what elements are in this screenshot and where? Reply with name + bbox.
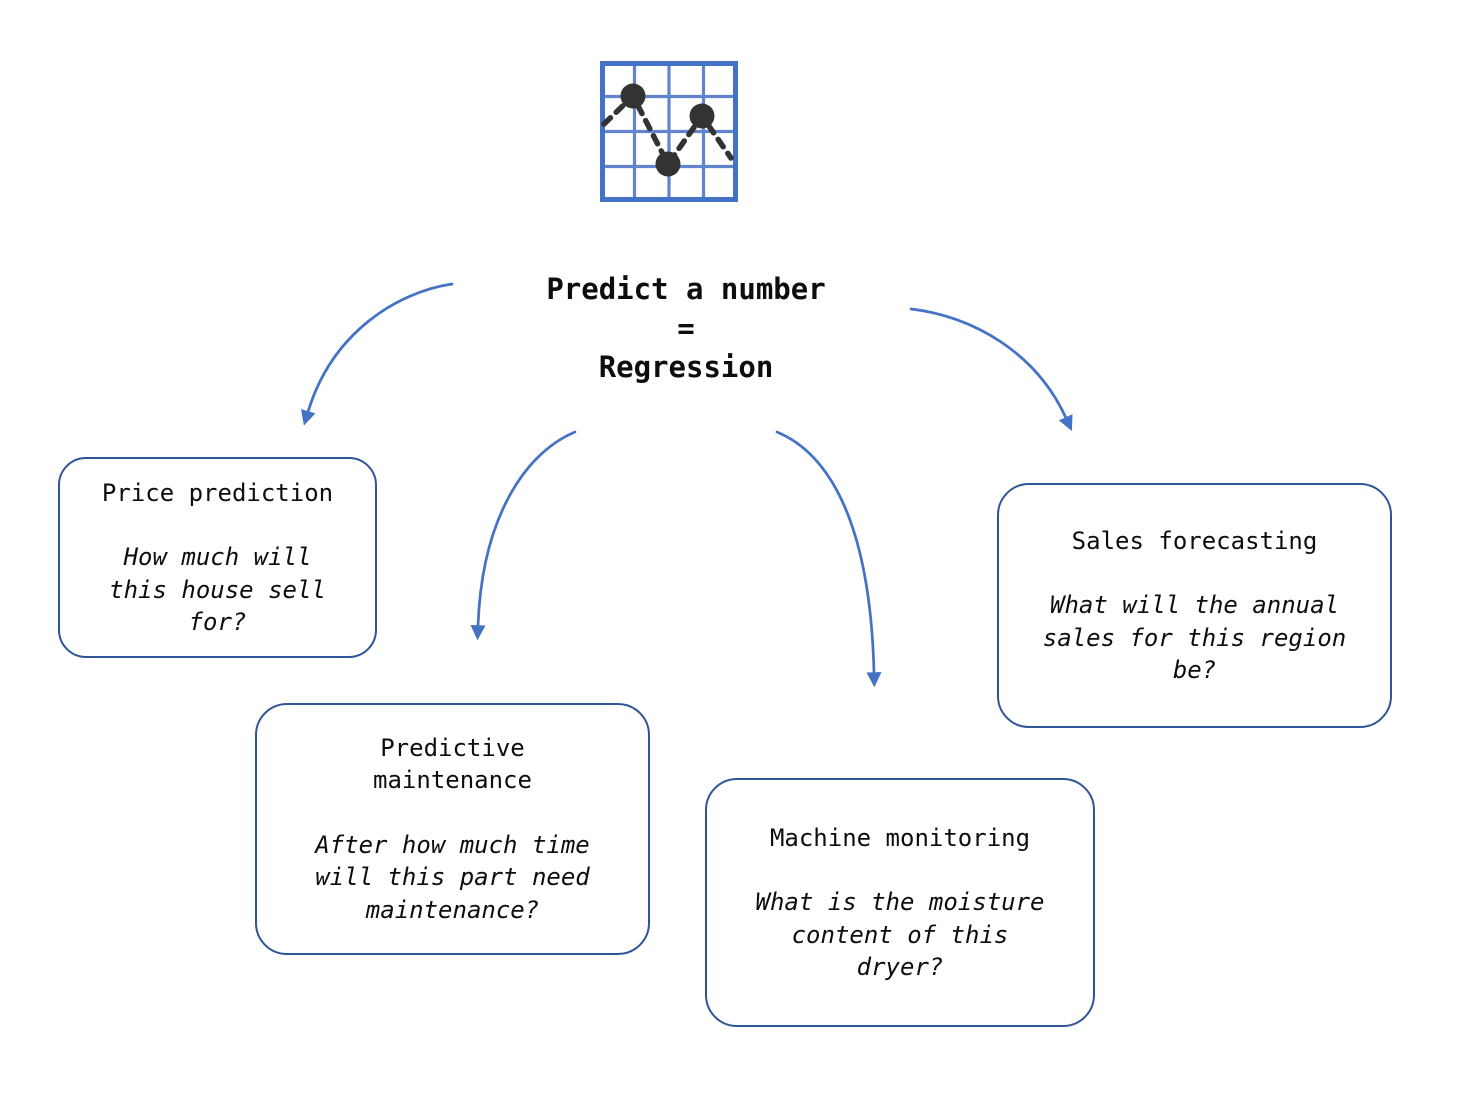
diagram-title: Predict a number = Regression [430, 270, 942, 387]
node-question: After how much time will this part need … [315, 830, 590, 924]
node-title: Predictive maintenance [373, 733, 532, 795]
node-sales-forecasting: Sales forecasting What will the annual s… [997, 483, 1392, 728]
arrow-to-predictive-maintenance [470, 430, 577, 641]
node-question: What is the moisture content of this dry… [755, 888, 1045, 981]
arrow-to-machine-monitoring [775, 430, 882, 688]
node-question: What will the annual sales for this regi… [1042, 591, 1347, 684]
node-machine-monitoring: Machine monitoring What is the moisture … [705, 778, 1095, 1027]
diagram-title-line2: Regression [598, 350, 774, 384]
diagram-title-equals: = [677, 311, 695, 345]
node-title: Price prediction [101, 478, 334, 507]
diagram-title-line1: Predict a number [546, 272, 826, 306]
node-price-prediction: Price prediction How much will this hous… [58, 457, 377, 658]
node-predictive-maintenance: Predictive maintenance After how much ti… [255, 703, 650, 955]
node-title: Sales forecasting [1071, 526, 1318, 555]
node-title: Machine monitoring [769, 823, 1031, 852]
node-question: How much will this house sell for? [109, 543, 326, 636]
scatter-plot-icon [600, 61, 738, 202]
